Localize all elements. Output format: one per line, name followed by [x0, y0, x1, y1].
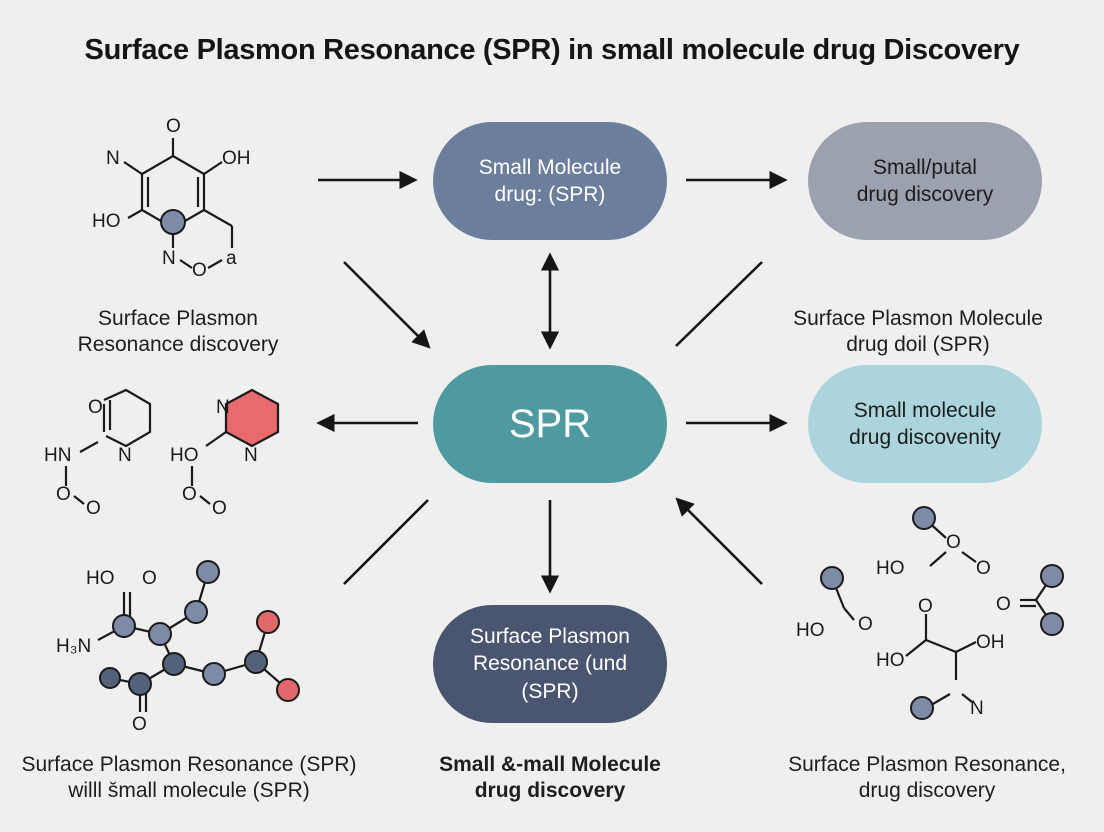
- node-label: Small molecule drug discovenity: [849, 398, 1001, 449]
- node-surface-plasmon-resonance[interactable]: Surface Plasmon Resonance (und (SPR): [433, 605, 667, 723]
- atom-label: O: [132, 714, 147, 735]
- atom-label: N: [118, 445, 132, 466]
- caption-bottom-center: Small &-mall Molecule drug discovery: [439, 753, 661, 803]
- atom-label: O: [996, 594, 1011, 615]
- atom-label: a: [226, 248, 237, 269]
- atom-label: O: [192, 260, 207, 281]
- atom-label: OH: [222, 148, 251, 169]
- atom-label: O: [918, 596, 933, 617]
- red-ring: [224, 388, 280, 448]
- line-center-to-bottom-left: [343, 499, 429, 585]
- atom-label: O: [88, 397, 103, 418]
- molecule-mid-left-a: O N HN O O: [44, 388, 152, 519]
- atom-label: N: [970, 698, 984, 719]
- molecule-bottom-right: HO O O HO O O HO OH O N: [796, 506, 1064, 720]
- caption-bottom-left: Surface Plasmon Resonance (SPR) willl s̆…: [21, 753, 357, 803]
- caption-top-left: Surface Plasmon Resonance discovery: [77, 307, 279, 357]
- page-title: Surface Plasmon Resonance (SPR) in small…: [84, 34, 1020, 66]
- atom-label: O: [946, 532, 961, 553]
- atom-label: HO: [876, 558, 905, 579]
- atom-label: HO: [86, 568, 115, 589]
- atom-label: O: [182, 484, 197, 505]
- atom-label: N: [106, 148, 120, 169]
- caption-bottom-right: Surface Plasmon Resonance, drug discover…: [788, 753, 1066, 803]
- atom-label: O: [212, 498, 227, 519]
- node-small-molecule-drug[interactable]: Small Molecule drug: (SPR): [433, 122, 667, 240]
- atom-label: N: [216, 397, 230, 418]
- node-spr-center[interactable]: SPR: [433, 365, 667, 483]
- atom-label: OH: [976, 632, 1005, 653]
- atom-label: N: [162, 248, 176, 269]
- atom-label: O: [56, 484, 71, 505]
- atom-label: O: [86, 498, 101, 519]
- atom-label: O: [976, 558, 991, 579]
- caption-mid-right: Surface Plasmon Molecule drug doil (SPR): [793, 307, 1043, 357]
- node-small-molecule-drug-discovery[interactable]: Small molecule drug discovenity: [808, 365, 1042, 483]
- atom-label: O: [142, 568, 157, 589]
- atom-label: HO: [796, 620, 825, 641]
- atom-label: HO: [170, 445, 199, 466]
- line-top-right-to-center: [675, 261, 763, 347]
- atom-label: HO: [876, 650, 905, 671]
- atom-label: N: [244, 445, 258, 466]
- node-small-drug-discovery[interactable]: Small/putal drug discovery: [808, 122, 1042, 240]
- arrow-top-left-to-center: [343, 261, 431, 349]
- arrow-bottom-right-to-center: [675, 497, 763, 585]
- node-label: Small Molecule drug: (SPR): [478, 155, 622, 206]
- atom-label: HO: [92, 211, 121, 232]
- atom-label: HN: [44, 445, 71, 466]
- atom-label: O: [166, 116, 181, 137]
- atom-label: H₃N: [56, 636, 91, 657]
- molecule-bottom-left: HO O H₃N O: [56, 560, 300, 735]
- molecule-top-left: O N OH HO N O a: [92, 116, 251, 281]
- atom-label: O: [858, 614, 873, 635]
- node-label: SPR: [508, 402, 592, 446]
- node-label: Small/putal drug discovery: [856, 155, 994, 206]
- node-label: Surface Plasmon Resonance (und (SPR): [470, 625, 630, 703]
- molecule-mid-left-b: N N HO O O: [170, 388, 280, 519]
